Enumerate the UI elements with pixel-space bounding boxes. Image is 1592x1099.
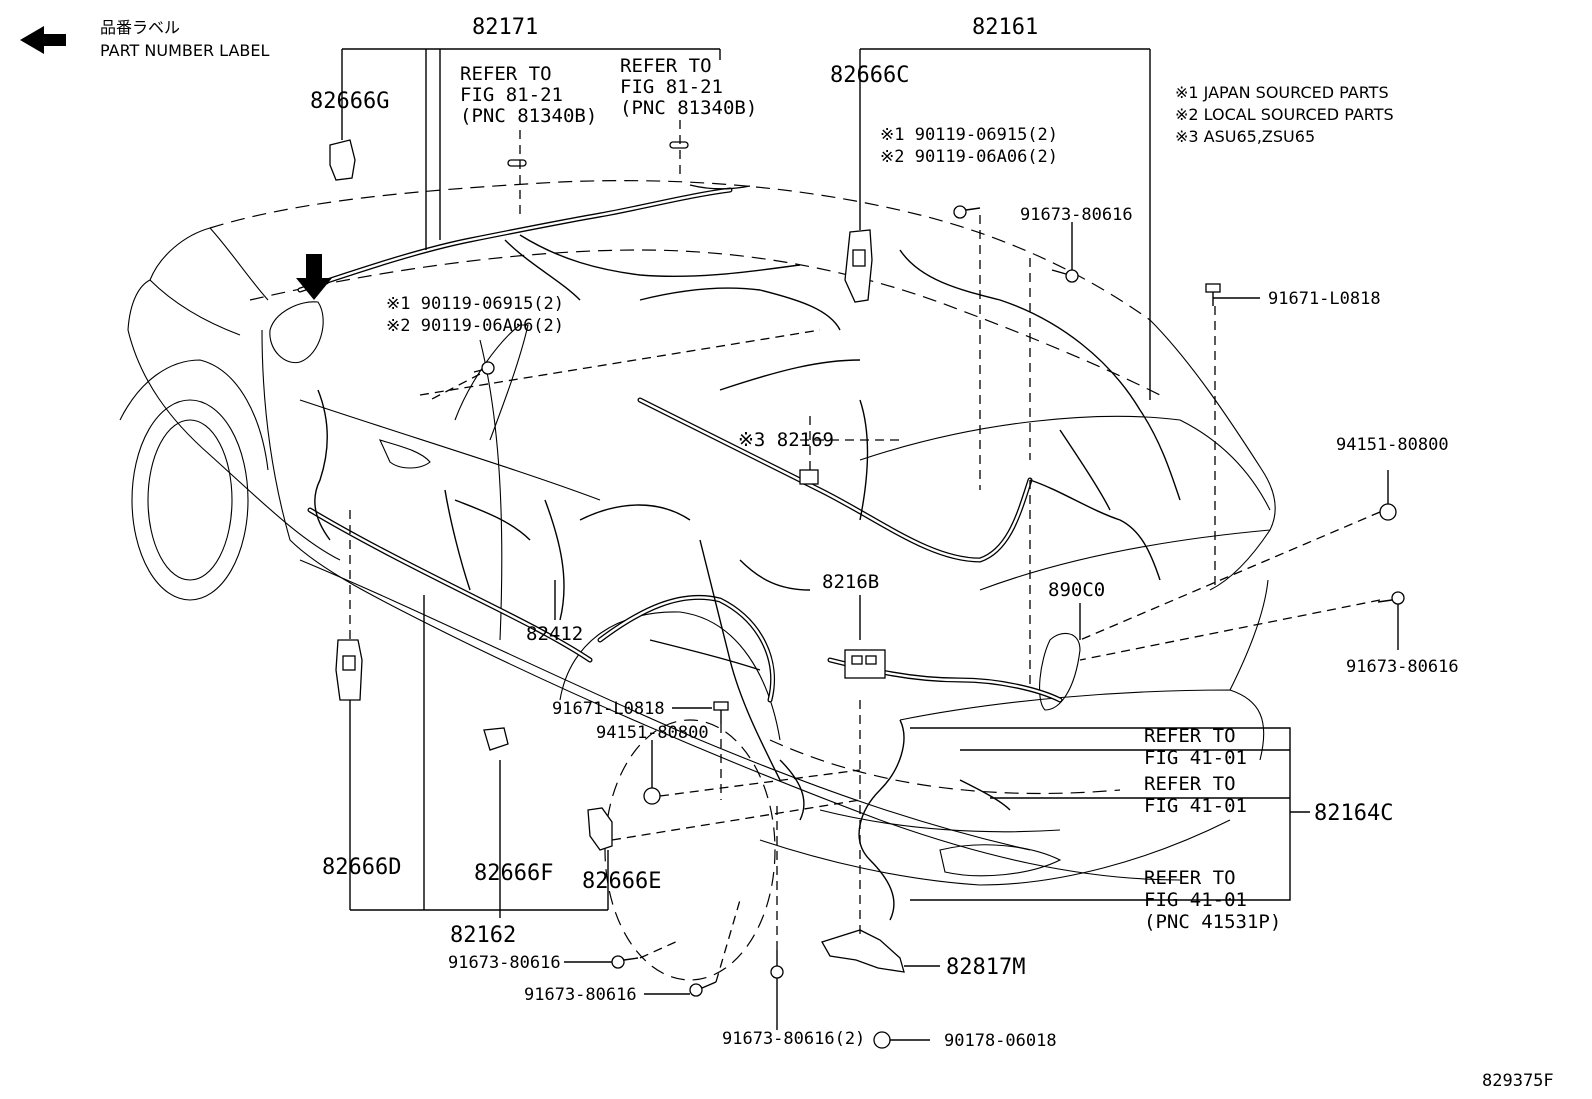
bolt-91673-bottom-2-icon [689,981,717,997]
label-82666F: 82666F [474,861,553,886]
refer-2-line-2: FIG 81-21 [620,76,723,98]
part-number-label-legend: 品番ラベル PART NUMBER LABEL [20,18,269,60]
label-82171: 82171 [472,15,538,40]
refer-1-line-3: (PNC 81340B) [460,105,597,127]
part-82169-connector [799,469,819,485]
leader-lines [341,48,1399,1041]
part-82666F-clip [483,727,509,751]
part-labels: 82171 82161 82666G 82666C REFER TO FIG 8… [310,15,1554,1091]
refer-5-line-2: FIG 41-01 [1144,889,1247,911]
harness-roof-82171 [297,184,841,331]
label-91673-bottom-3: 91673-80616(2) [722,1029,865,1049]
refer-1-line-2: FIG 81-21 [460,84,563,106]
bolt-91671-top-icon [1205,283,1221,306]
label-82161: 82161 [972,15,1038,40]
label-bolt-top-1: ※1 90119-06915(2) [880,125,1058,145]
part-8216B-connector [844,649,886,679]
harness-bumper-82164C [779,657,1063,921]
figure-id: 829375F [1482,1071,1554,1091]
refer-2-line-1: REFER TO [620,55,712,77]
label-82817M: 82817M [946,955,1025,980]
part-82666D-clip [335,639,363,701]
bolt-top-right-icon [1051,269,1079,283]
label-clips [507,141,689,167]
refer-2-line-3: (PNC 81340B) [620,97,757,119]
part-82666E-bracket [587,807,613,851]
label-82666G: 82666G [310,89,389,114]
refer-5-line-3: (PNC 41531P) [1144,911,1281,933]
refer-3-line-1: REFER TO [1144,725,1236,747]
clip-94151-right-icon [1379,503,1397,521]
harness-floor-82162 [307,389,691,663]
note-3: ※3 ASU65,ZSU65 [1175,127,1315,146]
bolt-left-roof-icon [473,361,495,375]
bolt-91673-bottom-3-icon [770,950,784,979]
source-notes: ※1 JAPAN SOURCED PARTS ※2 LOCAL SOURCED … [1175,83,1394,146]
label-82412: 82412 [526,623,583,645]
clip-90178-icon [873,1031,891,1049]
label-82169: ※3 82169 [738,429,834,451]
legend-label-en: PART NUMBER LABEL [100,41,269,60]
bolt-91671-center-icon [713,701,729,724]
label-8216B: 8216B [822,571,879,593]
clip-94151-center-icon [643,787,661,805]
label-90178: 90178-06018 [944,1031,1057,1051]
refer-4-line-2: FIG 41-01 [1144,795,1247,817]
vehicle-outline [119,180,1276,981]
label-91673-bottom-1: 91673-80616 [448,953,561,973]
label-94151-right: 94151-80800 [1336,435,1449,455]
label-91673-top: 91673-80616 [1020,205,1133,225]
refer-5-line-1: REFER TO [1144,867,1236,889]
legend-label-jp: 品番ラベル [100,18,180,37]
label-82162: 82162 [450,923,516,948]
part-82817M-bracket [821,929,905,973]
note-1: ※1 JAPAN SOURCED PARTS [1175,83,1389,102]
label-bolt-left-1: ※1 90119-06915(2) [386,294,564,314]
bolt-top-center-icon [953,205,981,219]
label-82666E: 82666E [582,869,661,894]
refer-3-line-2: FIG 41-01 [1144,747,1247,769]
label-91673-right: 91673-80616 [1346,657,1459,677]
label-82164C: 82164C [1314,801,1393,826]
refer-1-line-1: REFER TO [460,63,552,85]
note-2: ※2 LOCAL SOURCED PARTS [1175,105,1394,124]
harness-rear-82161 [637,249,1181,581]
label-91671-center: 91671-L0818 [552,699,665,719]
label-94151-center: 94151-80800 [596,723,709,743]
label-890C0: 890C0 [1048,579,1105,601]
label-91673-bottom-2: 91673-80616 [524,985,637,1005]
label-bolt-top-2: ※2 90119-06A06(2) [880,147,1058,167]
label-91671-top: 91671-L0818 [1268,289,1381,309]
arrow-left-icon [20,26,66,54]
label-82666C: 82666C [830,63,909,88]
part-82666G-clip [329,139,356,181]
harness-center-82412 [597,539,811,781]
label-bolt-left-2: ※2 90119-06A06(2) [386,316,564,336]
refer-4-line-1: REFER TO [1144,773,1236,795]
part-82666C-bracket [844,229,873,303]
label-location-arrow-icon [296,254,332,300]
label-82666D: 82666D [322,855,401,880]
bolt-91673-bottom-1-icon [611,955,639,969]
bolt-91673-right-icon [1377,591,1405,605]
